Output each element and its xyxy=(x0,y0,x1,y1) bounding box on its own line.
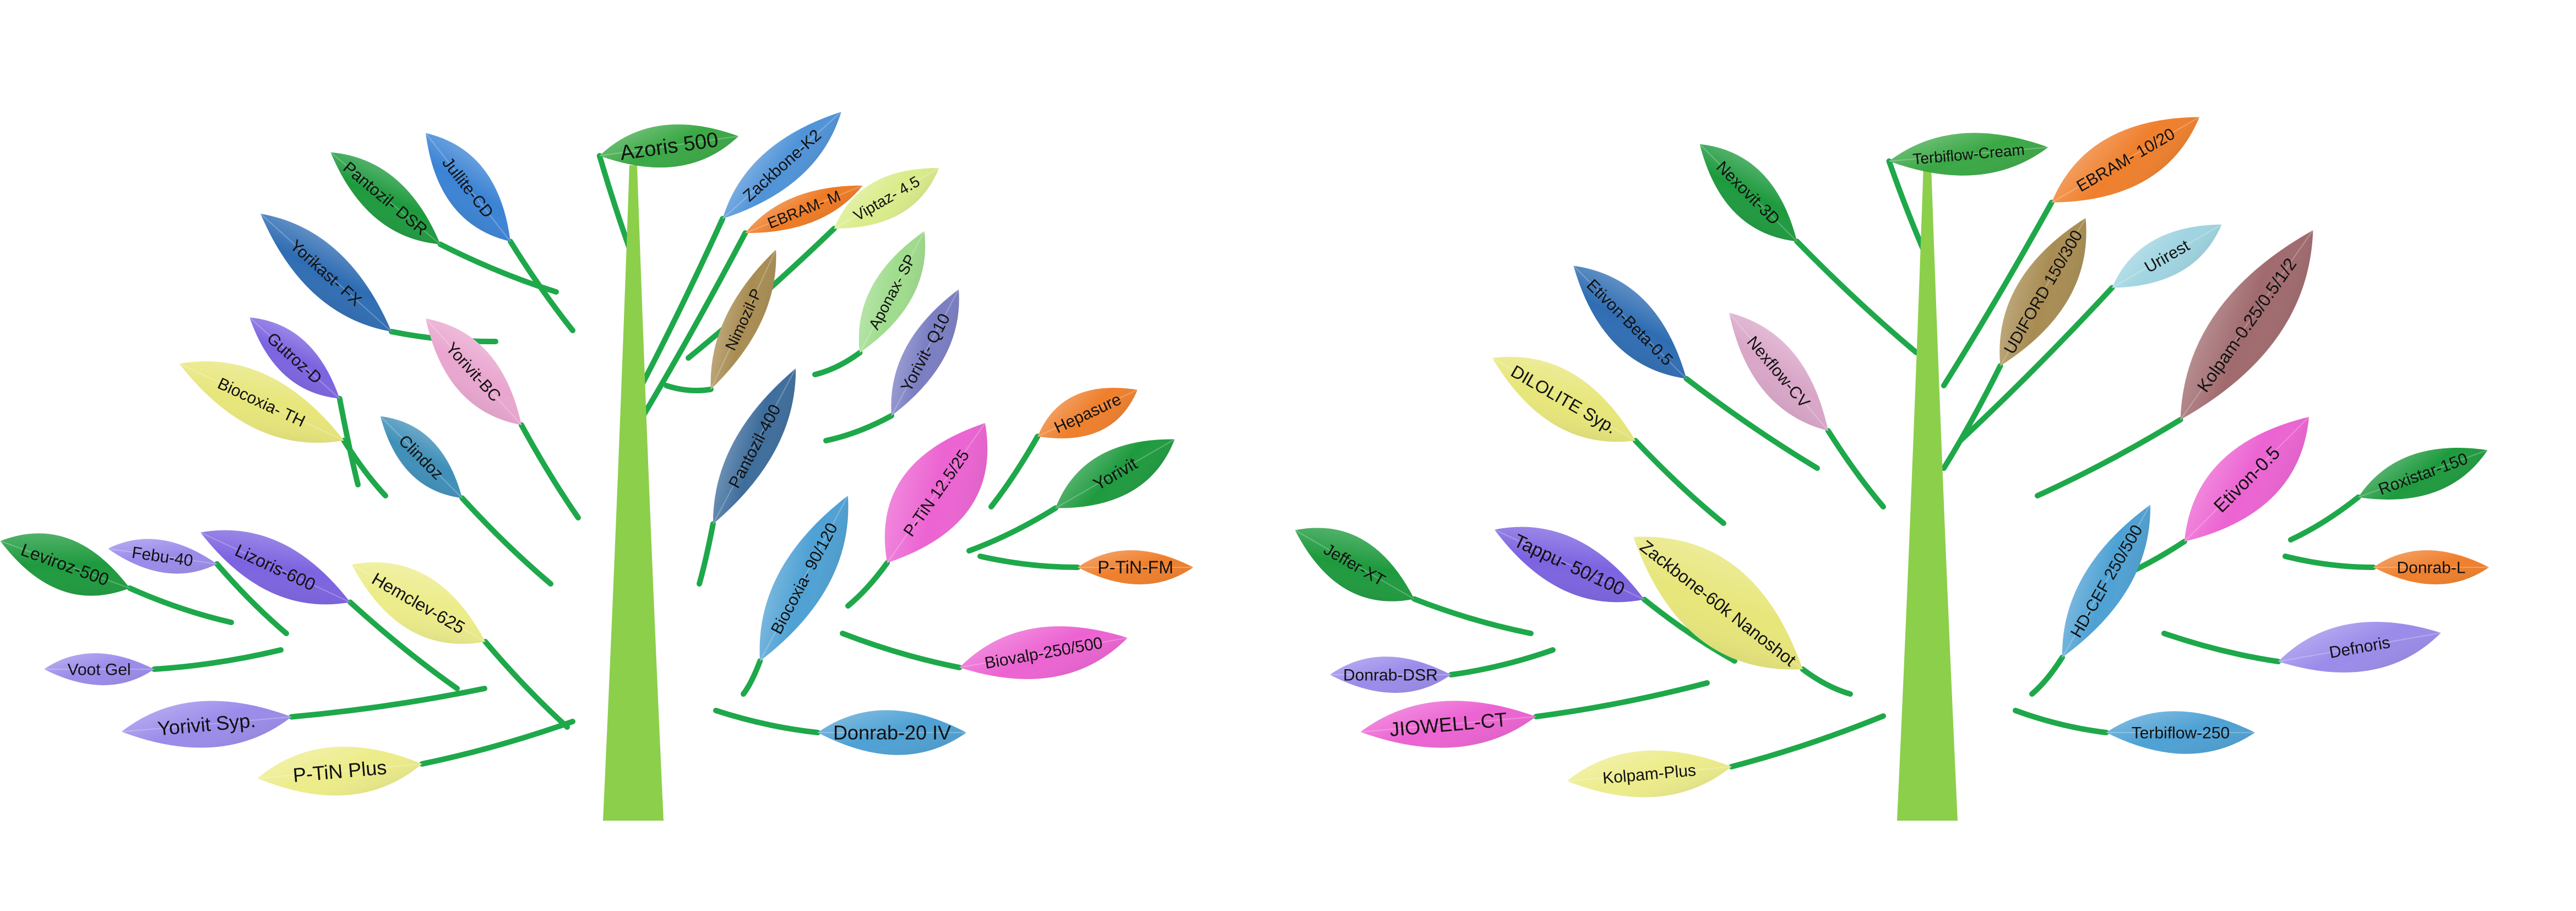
branch-ebram-10-20 xyxy=(1941,199,2055,388)
leaf-nexovit-3d: Nexovit-3D xyxy=(1699,143,1798,242)
leaf-biovalp-250-500: Biovalp-250/500 xyxy=(959,626,1128,679)
branch-pantozil-400 xyxy=(697,521,716,587)
leaf-dilolite-syp: DILOLITE Syp. xyxy=(1492,356,1636,442)
branch-nimozil-p xyxy=(664,383,714,394)
leaf-label: Voot Gel xyxy=(67,661,131,679)
leaf-label: UDIFORD 150/300 xyxy=(2001,227,2086,357)
branch-donrab-20-iv xyxy=(713,708,820,735)
leaf-donrab-20-iv: Donrab-20 IV xyxy=(818,710,966,755)
branch-ebram-m xyxy=(639,230,748,421)
branch-hd-cef-250-500 xyxy=(2029,654,2065,697)
leaf-hepasure: Hepasure xyxy=(1037,388,1138,438)
branch-udiford-150-300 xyxy=(1941,363,2003,471)
leaf-biocoxia-90-120: Biocoxia- 90/120 xyxy=(759,495,849,661)
leaf-label: Pantozil- DSR xyxy=(340,159,431,239)
branch-tappu-50-100 xyxy=(1641,597,1737,664)
leaf-zackbone-k2: Zackbone-K2 xyxy=(722,111,842,219)
leaf-label: Terbiflow-250 xyxy=(2132,724,2230,742)
leaf-yorikast-fx: Yorikast- FX xyxy=(260,213,392,332)
leaf-leviroz-500: Leviroz-500 xyxy=(0,533,130,596)
branch-p-tin-fm xyxy=(977,554,1080,570)
branch-donrab-l xyxy=(2282,554,2376,570)
trunk-left xyxy=(603,165,664,821)
leaf-terbiflow-cream: Terbiflow-Cream xyxy=(1889,133,2048,176)
leaf-biocoxia-th: Biocoxia- TH xyxy=(179,361,344,443)
leaf-voot-gel: Voot Gel xyxy=(44,653,154,686)
trunk-right xyxy=(1897,165,1958,821)
branch-kolpam-0-25-0-5-1-2 xyxy=(2035,417,2183,498)
branch-p-tin-12-5-25 xyxy=(845,560,890,609)
leaf-p-tin-fm: P-TiN-FM xyxy=(1078,550,1193,584)
leaf-nexflow-cv: Nexflow-CV xyxy=(1729,312,1829,431)
branch-defnoris xyxy=(2161,631,2281,665)
branch-leviroz-500 xyxy=(127,585,234,625)
branch-biocoxia-th xyxy=(341,437,388,498)
branch-yorivit-q10 xyxy=(823,413,894,443)
branch-jiowell-ct xyxy=(1533,680,1710,720)
leaf-viptaz-4-5: Viptaz- 4.5 xyxy=(834,167,939,229)
branch-nexovit-3d xyxy=(1794,238,1919,355)
branch-dilolite-syp xyxy=(1632,438,1726,526)
leaf-label: Donrab-DSR xyxy=(1343,666,1438,685)
leaf-hd-cef-250-500: HD-CEF 250/500 xyxy=(2062,504,2151,658)
leaf-kolpam-plus: Kolpam-Plus xyxy=(1567,750,1732,798)
branch-kolpam-plus xyxy=(1729,713,1886,769)
branch-pantozil-dsr xyxy=(437,241,559,295)
leaf-yorivit-syp: Yorivit Syp. xyxy=(121,701,292,748)
branch-roxistar-150 xyxy=(2288,494,2361,543)
branch-voot-gel xyxy=(151,647,284,672)
branch-yorivit xyxy=(966,505,1058,554)
leaf-defnoris: Defnoris xyxy=(2278,622,2441,673)
leaf-donrab-dsr: Donrab-DSR xyxy=(1330,657,1451,693)
branch-terbiflow-250 xyxy=(2013,708,2109,735)
branch-zackbone-60k-nanoshot xyxy=(1800,666,1853,697)
leaf-nimozil-p: Nimozil-P xyxy=(710,249,777,390)
leaf-label: Donrab-L xyxy=(2396,559,2465,577)
leaf-label: Donrab-20 IV xyxy=(833,722,951,744)
leaf-label: P-TiN-FM xyxy=(1097,557,1173,577)
branch-hemclev-625 xyxy=(482,639,570,730)
leaf-yorivit: Yorivit xyxy=(1055,438,1175,509)
leaf-pantozil-400: Pantozil-400 xyxy=(713,368,796,524)
leaf-hemclev-625: Hemclev-625 xyxy=(351,562,486,644)
branch-hepasure xyxy=(988,433,1041,509)
branch-febu-40 xyxy=(214,561,289,636)
leaf-jiowell-ct: JIOWELL-CT xyxy=(1360,701,1536,748)
leaf-donrab-l: Donrab-L xyxy=(2373,550,2489,584)
leaf-zackbone-60k-nanoshot: Zackbone-60k Nanoshot xyxy=(1633,536,1803,670)
branch-lizoris-600 xyxy=(347,599,460,691)
leaf-jeffer-xt: Jeffer-XT xyxy=(1295,528,1415,601)
branch-aponax-sp xyxy=(812,350,863,377)
branch-yorivit-syp xyxy=(289,686,487,720)
branch-p-tin-plus xyxy=(419,719,575,767)
leaf-tappu-50-100: Tappu- 50/100 xyxy=(1494,527,1645,603)
leaf-etivon-beta-0-5: Etivon-Beta-0.5 xyxy=(1573,265,1687,379)
branch-urirest xyxy=(1958,285,2115,443)
leaf-terbiflow-250: Terbiflow-250 xyxy=(2106,711,2255,754)
leaf-azoris-500: Azoris 500 xyxy=(599,124,739,168)
leaf-p-tin-plus: P-TiN Plus xyxy=(257,746,422,796)
branch-biovalp-250-500 xyxy=(840,631,963,670)
leaf-lizoris-600: Lizoris-600 xyxy=(200,530,351,605)
branch-donrab-dsr xyxy=(1448,647,1556,677)
branch-biocoxia-90-120 xyxy=(741,658,763,697)
branch-yorivit-bc xyxy=(518,422,581,520)
leaf-roxistar-150: Roxistar-150 xyxy=(2358,448,2488,500)
branch-etivon-beta-0-5 xyxy=(1683,376,1820,471)
leaf-ebram-10-20: EBRAM- 10/20 xyxy=(2051,116,2200,203)
leaf-label: HD-CEF 250/500 xyxy=(2067,522,2146,641)
leaf-urirest: Urirest xyxy=(2111,224,2222,289)
branch-jeffer-xt xyxy=(1411,596,1534,636)
leaf-febu-40: Febu-40 xyxy=(107,539,218,574)
branch-zackbone-k2 xyxy=(639,216,726,388)
branch-clindoz xyxy=(459,495,553,587)
leaf-etivon-0-5: Etivon-0.5 xyxy=(2184,416,2309,542)
branch-nexflow-cv xyxy=(1825,428,1886,509)
leaf-yorivit-bc: Yorivit-BC xyxy=(425,318,522,426)
